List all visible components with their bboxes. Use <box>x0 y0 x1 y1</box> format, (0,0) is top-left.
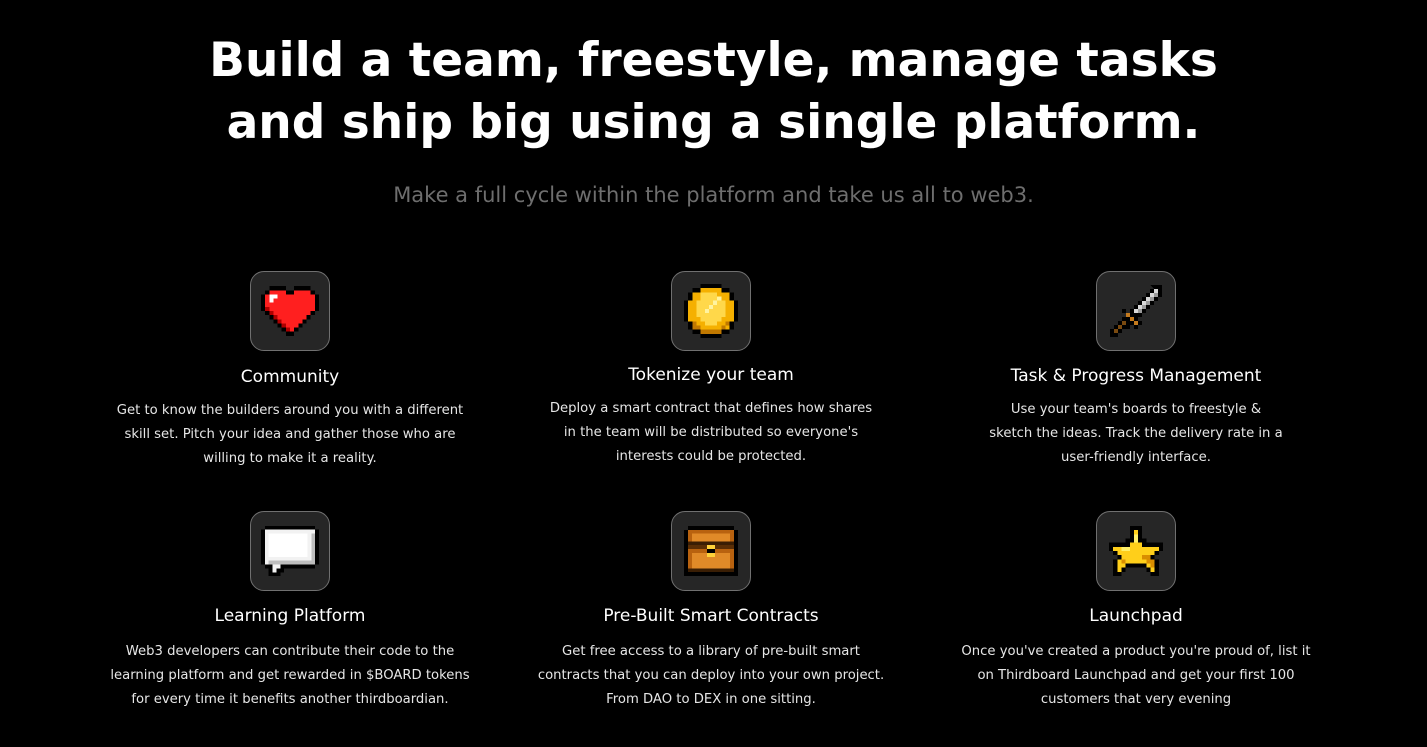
feature-description: Once you've created a product you're pro… <box>946 640 1326 712</box>
feature-title: Task & Progress Management <box>1010 366 1262 386</box>
feature-title: Pre-Built Smart Contracts <box>603 606 819 626</box>
feature-description-line: From DAO to DEX in one sitting. <box>606 692 816 707</box>
feature-description-line: Deploy a smart contract that defines how… <box>549 401 873 416</box>
hero-title-line-1: Build a team, freestyle, manage tasks <box>209 33 1218 88</box>
feature-title: Tokenize your team <box>628 365 794 385</box>
feature-description-line: Get free access to a library of pre-buil… <box>562 644 860 659</box>
sword-icon <box>1110 285 1162 337</box>
feature-description-line: learning platform and get rewarded in $B… <box>110 668 470 683</box>
treasure-chest-icon <box>684 526 738 576</box>
feature-description: Web3 developers can contribute their cod… <box>100 640 480 712</box>
feature-icon-tile <box>1096 511 1176 591</box>
heart-icon <box>261 286 319 336</box>
feature-description-line: sketch the ideas. Track the delivery rat… <box>989 426 1283 441</box>
feature-community: Community Get to know the builders aroun… <box>100 271 480 471</box>
hero-title: Build a team, freestyle, manage tasks an… <box>0 30 1427 154</box>
feature-description: Get free access to a library of pre-buil… <box>521 640 901 712</box>
feature-icon-tile <box>1096 271 1176 351</box>
feature-description-line: on Thirdboard Launchpad and get your fir… <box>977 668 1295 683</box>
feature-icon-tile <box>671 271 751 351</box>
feature-description-line: Web3 developers can contribute their cod… <box>125 644 455 659</box>
feature-description: Deploy a smart contract that defines how… <box>521 397 901 469</box>
feature-title: Launchpad <box>1089 606 1183 626</box>
feature-description-line: in the team will be distributed so every… <box>563 425 859 440</box>
feature-description-line: Use your team's boards to freestyle & <box>1010 402 1262 417</box>
feature-task-management: Task & Progress Management Use your team… <box>946 271 1326 470</box>
speech-bubble-icon <box>261 525 319 577</box>
feature-learning-platform: Learning Platform Web3 developers can co… <box>100 511 480 712</box>
hero-title-line-2: and ship big using a single platform. <box>226 95 1201 150</box>
coin-icon <box>684 284 738 338</box>
feature-description: Get to know the builders around you with… <box>100 399 480 471</box>
feature-description-line: interests could be protected. <box>615 449 807 464</box>
feature-description-line: Once you've created a product you're pro… <box>961 644 1311 659</box>
feature-icon-tile <box>250 511 330 591</box>
feature-description-line: Get to know the builders around you with… <box>116 403 464 418</box>
feature-title: Learning Platform <box>214 606 366 626</box>
feature-description: Use your team's boards to freestyle & sk… <box>946 398 1326 470</box>
feature-description-line: user-friendly interface. <box>1061 450 1211 465</box>
feature-icon-tile <box>250 271 330 351</box>
feature-description-line: for every time it benefits another third… <box>131 692 449 707</box>
feature-description-line: customers that very evening <box>1040 692 1232 707</box>
hero-subtitle: Make a full cycle within the platform an… <box>393 183 1034 207</box>
feature-tokenize-team: Tokenize your team Deploy a smart contra… <box>521 271 901 469</box>
feature-description-line: contracts that you can deploy into your … <box>537 668 885 683</box>
star-icon <box>1109 526 1163 576</box>
feature-icon-tile <box>671 511 751 591</box>
feature-launchpad: Launchpad Once you've created a product … <box>946 511 1326 712</box>
feature-pre-built-contracts: Pre-Built Smart Contracts Get free acces… <box>521 511 901 712</box>
feature-description-line: skill set. Pitch your idea and gather th… <box>124 427 456 442</box>
feature-title: Community <box>240 367 340 387</box>
feature-description-line: willing to make it a reality. <box>203 451 377 466</box>
